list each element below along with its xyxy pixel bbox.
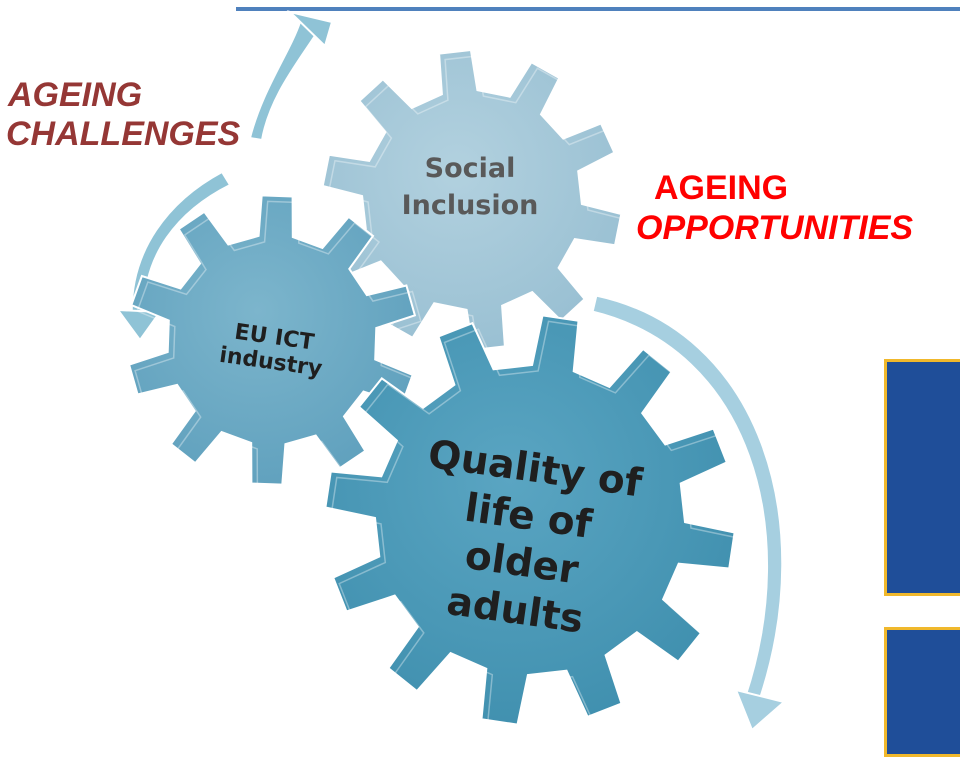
challenges-arrow-lower-tip — [115, 308, 162, 342]
top-rule — [236, 7, 960, 11]
social-inclusion-line-2: Inclusion — [401, 190, 539, 222]
gear-eu-ict-industry — [127, 194, 422, 492]
quality-of-life-text: Quality of life of older adults — [388, 429, 662, 652]
challenges-line-1: AGEING — [8, 76, 143, 114]
gear-quality-body — [324, 314, 736, 726]
gear-social-body — [321, 48, 623, 352]
challenges-arrow-tip — [286, 10, 334, 48]
challenges-line-2: CHALLENGES — [6, 115, 241, 154]
gear-quality-of-life — [324, 314, 742, 732]
ageing-challenges-label: AGEING CHALLENGES — [6, 76, 241, 155]
challenges-arrow — [248, 20, 322, 142]
gears-diagram — [115, 10, 787, 732]
social-inclusion-line-1: Social — [424, 153, 516, 184]
blue-panel-top — [884, 359, 960, 596]
ageing-opportunities-label: AGEING OPPORTUNITIES — [636, 168, 913, 248]
blue-panel-bottom — [884, 627, 960, 757]
opportunities-arrow-tip — [734, 688, 787, 732]
gear-social-highlight — [327, 55, 629, 357]
gear-quality-highlight — [330, 320, 742, 732]
gear-social-inclusion — [321, 48, 629, 357]
opportunities-line-2: OPPORTUNITIES — [636, 209, 914, 248]
gear-eu-highlight — [134, 200, 422, 492]
opportunities-line-1: AGEING — [654, 169, 789, 207]
gear-eu-body — [127, 194, 417, 486]
social-inclusion-text: Social Inclusion — [395, 150, 545, 225]
